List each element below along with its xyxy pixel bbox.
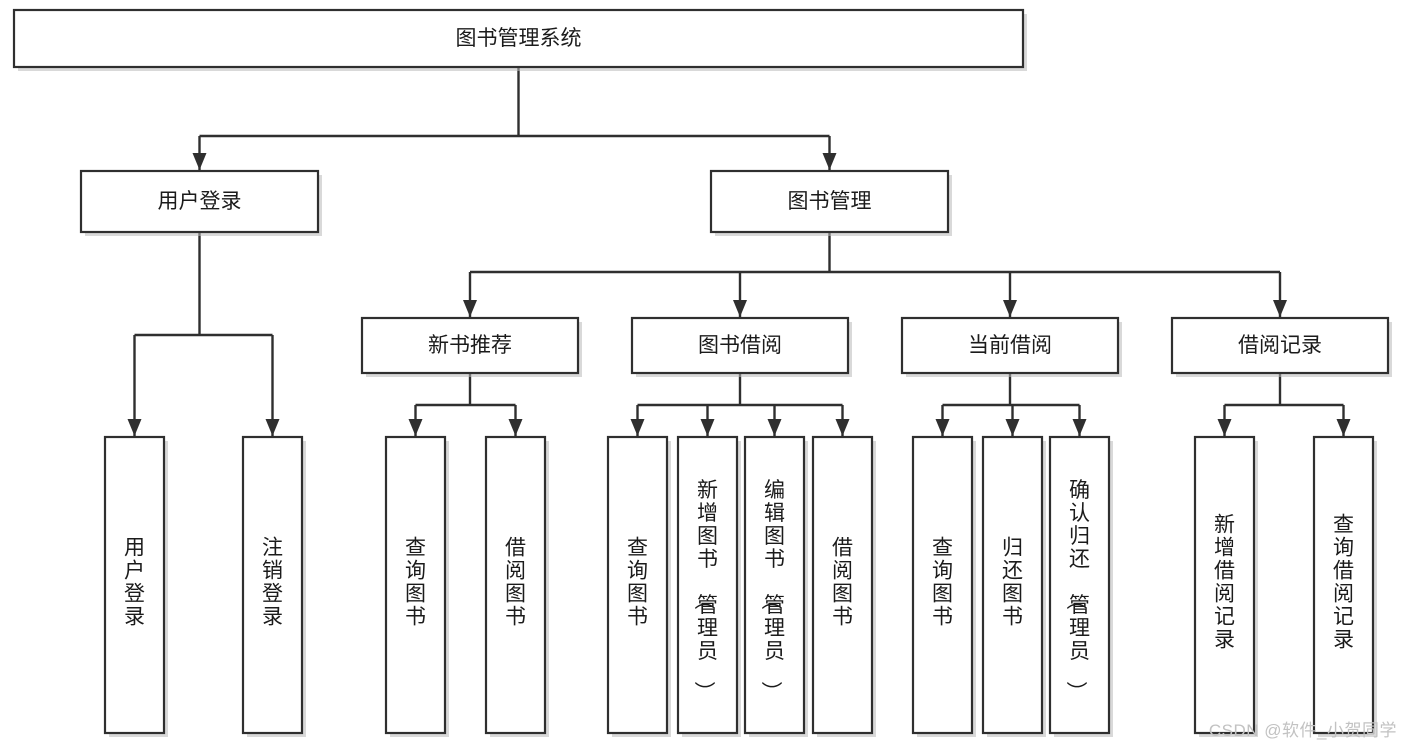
- node-label: 借阅图书: [832, 537, 853, 629]
- node-leaf-add-borrow-record[interactable]: 新增借阅记录: [1193, 435, 1258, 737]
- node-leaf-query-borrow-record[interactable]: 查询借阅记录: [1312, 435, 1377, 737]
- node-leaf-query-book-2[interactable]: 查询图书: [606, 435, 671, 737]
- node-label: 当前借阅: [968, 334, 1052, 357]
- node-label: 用户登录: [124, 537, 145, 629]
- node-leaf-return-book[interactable]: 归还图书: [981, 435, 1046, 737]
- node-label: 借阅记录: [1238, 334, 1322, 357]
- node-leaf-query-book-3[interactable]: 查询图书: [911, 435, 976, 737]
- node-leaf-logout[interactable]: 注销登录: [241, 435, 306, 737]
- node-label: 图书借阅: [698, 334, 782, 357]
- node-leaf-user-login[interactable]: 用户登录: [103, 435, 168, 737]
- node-leaf-borrow-book-1[interactable]: 借阅图书: [484, 435, 549, 737]
- node-label: 查询图书: [405, 537, 426, 629]
- node-leaf-add-book-admin[interactable]: 新增图书（管理员）: [676, 435, 741, 737]
- node-leaf-edit-book-admin[interactable]: 编辑图书（管理员）: [743, 435, 808, 737]
- node-current-borrow[interactable]: 当前借阅: [900, 316, 1122, 377]
- node-label: 查询借阅记录: [1333, 514, 1354, 652]
- node-label: 确认归还（管理员）: [1064, 479, 1090, 702]
- node-label: 新增借阅记录: [1214, 514, 1235, 652]
- node-label: 新增图书（管理员）: [692, 479, 718, 702]
- node-label: 查询图书: [627, 537, 648, 629]
- node-label: 图书管理系统: [456, 27, 582, 50]
- node-user-login[interactable]: 用户登录: [79, 169, 322, 236]
- node-root[interactable]: 图书管理系统: [12, 8, 1027, 71]
- node-label: 借阅图书: [505, 537, 526, 629]
- node-label: 归还图书: [1002, 537, 1023, 629]
- node-label: 编辑图书（管理员）: [759, 479, 785, 702]
- node-book-borrow[interactable]: 图书借阅: [630, 316, 852, 377]
- node-label: 查询图书: [932, 537, 953, 629]
- node-leaf-confirm-return-admin[interactable]: 确认归还（管理员）: [1048, 435, 1113, 737]
- node-label: 用户登录: [158, 190, 242, 213]
- node-label: 图书管理: [788, 190, 872, 213]
- node-label: 新书推荐: [428, 334, 512, 357]
- node-new-book-recommend[interactable]: 新书推荐: [360, 316, 582, 377]
- node-leaf-query-book-1[interactable]: 查询图书: [384, 435, 449, 737]
- node-borrow-record[interactable]: 借阅记录: [1170, 316, 1392, 377]
- node-label: 注销登录: [262, 537, 283, 629]
- node-book-management[interactable]: 图书管理: [709, 169, 952, 236]
- node-leaf-borrow-book-2[interactable]: 借阅图书: [811, 435, 876, 737]
